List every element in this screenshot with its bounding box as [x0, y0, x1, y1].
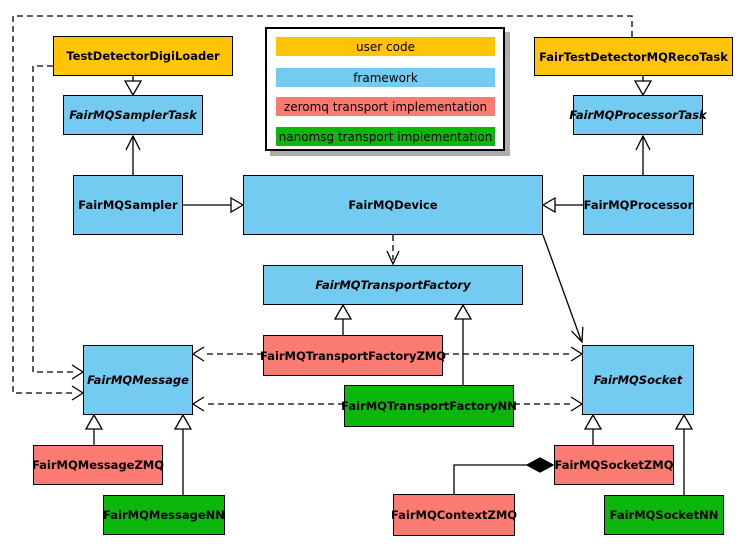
legend-label: user code	[356, 39, 415, 54]
class-label: FairMQMessage	[87, 373, 189, 387]
class-label: FairMQTransportFactory	[315, 278, 471, 292]
class-box-fairmqmessagenn: FairMQMessageNN	[103, 495, 225, 535]
legend-label: framework	[353, 70, 418, 85]
edge-dependency-factorynn-message	[191, 396, 344, 412]
class-label: FairMQTransportFactoryZMQ	[260, 348, 447, 363]
edge-dependency-factoryzmq-message	[191, 346, 263, 362]
class-box-fairmqsocket: FairMQSocket	[582, 345, 694, 415]
legend-box: user code framework zeromq transport imp…	[265, 27, 505, 151]
edge-composition-contextzmq-socketzmq	[453, 457, 555, 494]
edge-dependency-factorynn-socket	[514, 396, 584, 412]
edge-inheritance-sampler-device	[183, 196, 245, 214]
class-box-fairmqtransportfactorynn: FairMQTransportFactoryNN	[341, 385, 517, 427]
edge-inheritance-digiloader-samplertask	[123, 76, 143, 97]
class-box-fairmqprocessor: FairMQProcessor	[583, 175, 694, 235]
edge-inheritance-processor-device	[541, 196, 583, 214]
class-label: FairMQContextZMQ	[390, 508, 518, 522]
class-box-fairmqsocketnn: FairMQSocketNN	[604, 495, 724, 535]
class-label: FairMQTransportFactoryNN	[341, 399, 517, 413]
class-label: FairMQMessageZMQ	[31, 458, 165, 472]
edge-dependency-factoryzmq-socket	[443, 346, 584, 362]
class-box-fairmqtransportfactory: FairMQTransportFactory	[263, 265, 523, 305]
class-label: FairMQMessageNN	[103, 508, 225, 522]
class-box-fairmqmessagezmq: FairMQMessageZMQ	[31, 445, 165, 485]
class-label: FairMQProcessorTask	[569, 108, 707, 122]
legend-item-framework: framework	[276, 68, 495, 87]
legend-item-user-code: user code	[276, 37, 495, 56]
class-label: FairTestDetectorMQRecoTask	[539, 49, 728, 64]
class-label: FairMQSocketZMQ	[554, 458, 674, 472]
class-label: FairMQSocketNN	[609, 508, 719, 522]
legend-item-zeromq: zeromq transport implementation	[276, 97, 495, 116]
edge-inheritance-messagezmq-message	[84, 413, 104, 445]
edge-association-processor-processortask	[635, 134, 651, 175]
class-box-fairmqdevice: FairMQDevice	[243, 175, 543, 235]
class-label: FairMQSamplerTask	[69, 108, 197, 122]
edge-inheritance-recotask-processortask	[633, 76, 653, 97]
class-label: FairMQProcessor	[583, 198, 694, 212]
edge-association-sampler-samplertask	[125, 134, 141, 175]
edge-inheritance-factorynn-factory	[453, 303, 473, 385]
legend-label: nanomsg transport implementation	[278, 129, 493, 144]
edge-dependency-device-transportfactory	[386, 235, 400, 266]
edge-inheritance-messagenn-message	[173, 413, 193, 495]
legend-label: zeromq transport implementation	[283, 99, 488, 114]
class-box-fairmqsampler: FairMQSampler	[73, 175, 183, 235]
class-label: FairMQSampler	[78, 198, 178, 212]
legend-item-nanomsg: nanomsg transport implementation	[276, 127, 495, 146]
class-box-testdetectordigiloader: TestDetectorDigiLoader	[53, 36, 233, 76]
edge-inheritance-socketzmq-socket	[583, 413, 603, 445]
edge-inheritance-factoryzmq-factory	[333, 303, 353, 335]
edge-association-device-socket	[542, 234, 584, 344]
class-box-fairmqcontextzmq: FairMQContextZMQ	[390, 494, 518, 536]
class-box-fairtestdetectormqrecotask: FairTestDetectorMQRecoTask	[534, 37, 733, 76]
class-label: FairMQDevice	[348, 198, 438, 212]
class-box-fairmqsamplertask: FairMQSamplerTask	[63, 95, 203, 135]
class-label: FairMQSocket	[593, 373, 683, 387]
class-box-fairmqtransportfactoryzmq: FairMQTransportFactoryZMQ	[260, 335, 447, 376]
class-box-fairmqsocketzmq: FairMQSocketZMQ	[554, 445, 674, 485]
edge-inheritance-socketnn-socket	[674, 413, 694, 495]
class-box-fairmqprocessortask: FairMQProcessorTask	[569, 95, 707, 135]
class-box-fairmqmessage: FairMQMessage	[83, 345, 193, 415]
class-label: TestDetectorDigiLoader	[66, 49, 220, 63]
